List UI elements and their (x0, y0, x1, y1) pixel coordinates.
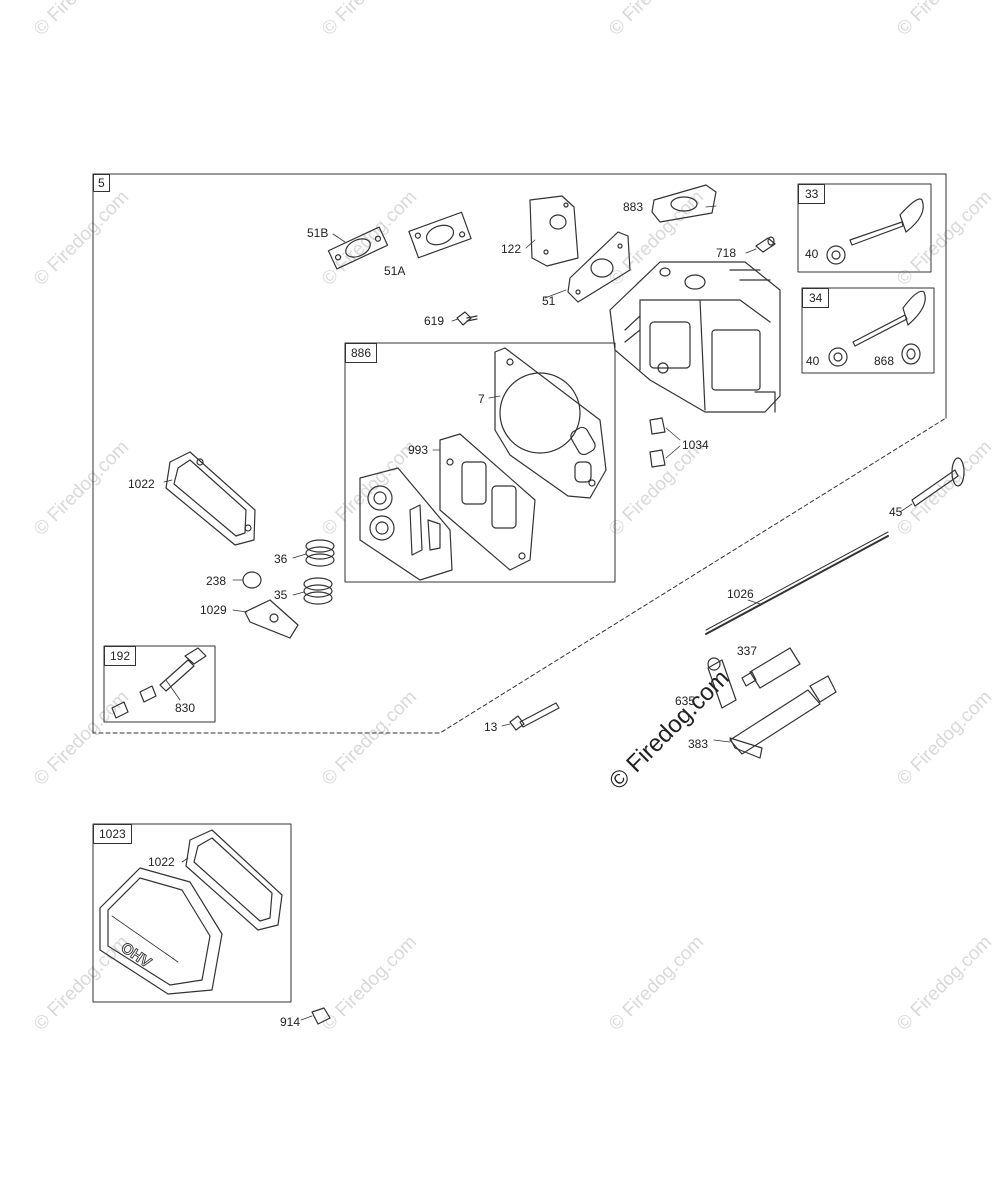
part-label-45: 45 (889, 505, 903, 519)
gasket-883 (651, 184, 717, 223)
part-label-337: 337 (737, 644, 758, 658)
part-label-383: 383 (688, 737, 709, 751)
group-34-box (801, 287, 935, 374)
gasket-51a (408, 211, 472, 259)
part-label-619: 619 (424, 314, 445, 328)
breather-gasket (359, 467, 453, 581)
part-label-993: 993 (408, 443, 429, 457)
group-1023-box (92, 823, 292, 1003)
clip-1034 (649, 449, 666, 468)
part-label-718: 718 (716, 246, 737, 260)
head-gasket-7 (494, 347, 607, 499)
bolt-13 (509, 702, 560, 731)
part-label-40: 40 (806, 354, 820, 368)
gasket-51b (327, 226, 389, 270)
group-192-box (103, 645, 216, 723)
part-label-238: 238 (206, 574, 227, 588)
valve-33 (826, 198, 924, 265)
screw-619 (456, 311, 478, 326)
part-label-1034: 1034 (682, 438, 709, 452)
group-886-box (344, 342, 616, 583)
part-label-830: 830 (175, 701, 196, 715)
part-label-36: 36 (274, 552, 288, 566)
part-label-1022: 1022 (128, 477, 155, 491)
valve-spring-35 (303, 577, 333, 605)
group-label-34: 34 (802, 288, 830, 308)
valve-34 (828, 290, 926, 367)
group-label-192: 192 (104, 646, 137, 666)
cap-238 (242, 571, 262, 589)
clip-1034 (649, 417, 666, 435)
part-label-883: 883 (623, 200, 644, 214)
part-label-13: 13 (484, 720, 498, 734)
part-label-7: 7 (478, 392, 485, 406)
group-label-33: 33 (798, 184, 826, 204)
lifter-45 (911, 457, 965, 507)
part-label-35: 35 (274, 588, 288, 602)
part-label-914: 914 (280, 1015, 301, 1029)
tool-383 (729, 675, 837, 759)
group-label-1023: 1023 (93, 824, 132, 844)
bolt-914 (311, 1007, 331, 1025)
part-label-122: 122 (501, 242, 522, 256)
part-label-51: 51 (542, 294, 556, 308)
plate-993 (439, 433, 536, 571)
gasket-51 (567, 231, 631, 303)
gasket-1022-upper (165, 451, 256, 546)
part-label-40: 40 (805, 247, 819, 261)
part-label-1022: 1022 (148, 855, 175, 869)
spacer-122 (529, 195, 579, 267)
part-label-1029: 1029 (200, 603, 227, 617)
part-label-868: 868 (874, 354, 895, 368)
rocker-arm-1029 (244, 599, 299, 639)
pushrod-1026 (705, 535, 889, 635)
dowel-pin-718 (755, 236, 776, 253)
group-label-5: 5 (93, 174, 110, 192)
part-label-1026: 1026 (727, 587, 754, 601)
spark-plug-337 (741, 647, 801, 689)
gasket-1022-lower (185, 829, 283, 931)
group-label-886: 886 (345, 343, 378, 363)
rocker-stud-830 (111, 647, 207, 719)
part-label-51b: 51B (307, 226, 329, 240)
cover-ohv-lettering: OHV (118, 939, 154, 971)
valve-spring-36 (305, 539, 335, 567)
part-label-51a: 51A (384, 264, 406, 278)
valve-cover (99, 867, 223, 995)
cylinder-head (609, 261, 781, 413)
plug-boot-635 (707, 657, 737, 709)
part-label-635: 635 (675, 694, 696, 708)
group-33-box (797, 183, 932, 273)
